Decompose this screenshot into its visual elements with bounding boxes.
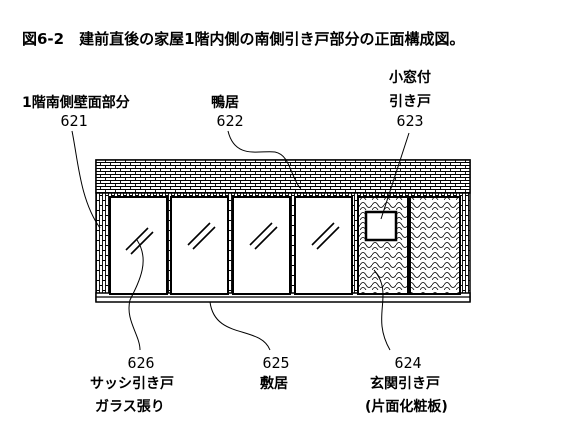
label-wall: 1階南側壁面部分 [22, 94, 130, 111]
label-sash-num: 626 [127, 354, 154, 372]
label-kamoi: 鴨居 [211, 94, 239, 111]
label-entrance-num: 624 [394, 354, 421, 372]
label-small-window-2: 引き戸 [389, 94, 431, 110]
sash-sliding-doors-626 [109, 196, 353, 295]
label-small-window-num: 623 [396, 112, 423, 130]
label-small-window-1: 小窓付 [389, 69, 431, 86]
kamoi-622 [95, 159, 471, 194]
figure-title: 図6-2 建前直後の家屋1階内側の南側引き戸部分の正面構成図。 [22, 30, 465, 48]
entrance-doors-624 [357, 196, 461, 295]
label-shikii: 敷居 [260, 375, 288, 392]
label-entrance-1: 玄関引き戸 [370, 375, 440, 392]
label-wall-num: 621 [60, 112, 87, 130]
label-sash-2: ガラス張り [95, 399, 165, 415]
small-window-623 [364, 210, 398, 242]
label-kamoi-num: 622 [216, 112, 243, 130]
label-sash-1: サッシ引き戸 [90, 376, 174, 392]
label-shikii-num: 625 [262, 354, 289, 372]
label-entrance-2: (片面化粧板) [365, 398, 448, 415]
leader-lines [71, 130, 410, 351]
